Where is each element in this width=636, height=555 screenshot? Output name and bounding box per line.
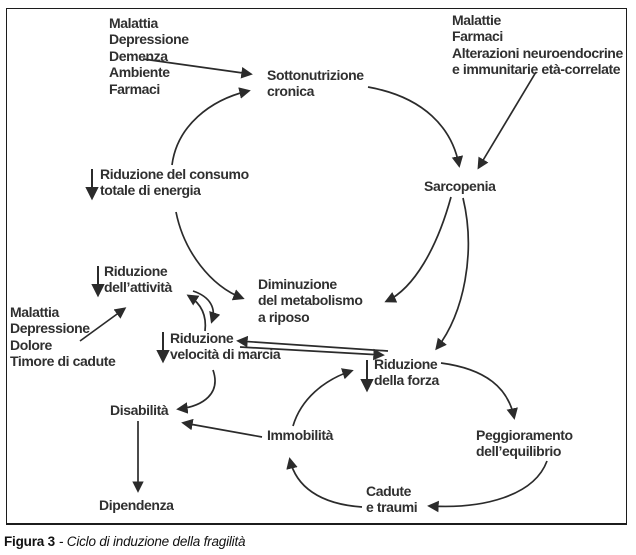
- node-peggioramento: Peggioramento dell’equilibrio: [476, 427, 573, 460]
- edge-immobilita-to-disabilita: [181, 418, 263, 438]
- node-factors-top-right: Malattie Farmaci Alterazioni neuroendocr…: [452, 12, 623, 78]
- edge-factors-bl-to-attivita: [79, 307, 127, 342]
- edge-velocita-to-forza: [239, 346, 385, 361]
- node-immobilita: Immobilità: [267, 427, 334, 443]
- node-sottonutrizione: Sottonutrizione cronica: [267, 67, 364, 100]
- edge-sarcopenia-to-metabolismo: [384, 196, 452, 303]
- edge-forza-to-peggioramento: [440, 362, 518, 420]
- edge-sarcopenia-to-forza: [435, 197, 470, 351]
- edge-cadute-to-immobilita: [286, 457, 363, 508]
- edge-consumo-to-metabolismo: [175, 211, 245, 301]
- edge-velocita-to-attivita: [186, 294, 207, 332]
- edge-sottonutrizione-to-sarcopenia: [367, 86, 464, 168]
- edge-consumo-to-sottonutrizione: [171, 87, 251, 166]
- figure-caption: Figura 3- Ciclo di induzione della fragi…: [4, 534, 246, 549]
- edge-forza-to-velocita: [236, 335, 389, 352]
- node-factors-top-left: Malattia Depressione Demenza Ambiente Fa…: [109, 15, 189, 97]
- node-cadute: Cadute e traumi: [366, 483, 418, 516]
- node-riduzione-velocita: Riduzione velocità di marcia: [170, 330, 281, 363]
- edge-velocita-to-disabilita: [176, 369, 216, 414]
- figure-caption-label: Figura 3: [4, 534, 55, 549]
- edge-immobilita-to-forza: [292, 368, 354, 427]
- edge-attivita-to-velocita: [192, 290, 221, 324]
- node-factors-bottom-left: Malattia Depressione Dolore Timore di ca…: [10, 304, 116, 370]
- figure-border: [6, 8, 627, 525]
- node-riduzione-forza: Riduzione della forza: [374, 356, 439, 389]
- edge-factors-right-to-sarcopenia: [477, 71, 537, 170]
- node-riduzione-attivita: Riduzione dell’attività: [104, 263, 172, 296]
- node-dipendenza: Dipendenza: [99, 497, 174, 513]
- node-riduzione-consumo: Riduzione del consumo totale di energia: [100, 166, 249, 199]
- node-diminuzione-metabolismo: Diminuzione del metabolismo a riposo: [258, 276, 363, 325]
- edge-factors-to-sottonutrizione: [142, 58, 253, 79]
- node-sarcopenia: Sarcopenia: [424, 178, 496, 194]
- figure-caption-title: - Ciclo di induzione della fragilità: [58, 534, 246, 549]
- edge-peggioramento-to-cadute: [427, 460, 548, 513]
- node-disabilita: Disabilità: [110, 402, 169, 418]
